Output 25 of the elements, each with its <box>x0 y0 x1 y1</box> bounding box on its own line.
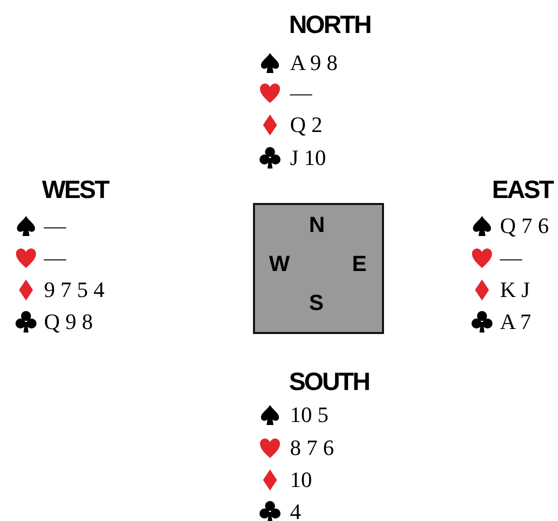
hand-heading: WEST <box>42 175 108 205</box>
card-list: 9 7 5 4 <box>44 277 104 303</box>
card-list: 4 <box>290 499 301 521</box>
card-list: A 7 <box>500 309 532 335</box>
compass-letter: E <box>352 252 367 276</box>
card-list: 8 7 6 <box>290 435 334 461</box>
card-list: A 9 8 <box>290 50 338 76</box>
card-list: Q 7 6 <box>500 213 549 239</box>
card-list: — <box>44 245 66 271</box>
hand-heading: NORTH <box>289 10 370 40</box>
card-list: 10 <box>290 467 312 493</box>
compass-letter: S <box>309 291 324 315</box>
card-list: Q 9 8 <box>44 309 93 335</box>
card-list: — <box>44 213 66 239</box>
compass-box <box>253 203 384 334</box>
card-list: 10 5 <box>290 402 328 428</box>
card-list: K J <box>500 277 530 303</box>
card-list: Q 2 <box>290 112 322 138</box>
hand-heading: SOUTH <box>289 367 369 397</box>
compass-letter: W <box>269 252 290 276</box>
compass-letter: N <box>309 213 325 237</box>
card-list: — <box>290 80 312 106</box>
hand-heading: EAST <box>492 175 553 205</box>
card-list: — <box>500 245 522 271</box>
card-list: J 10 <box>290 145 326 171</box>
